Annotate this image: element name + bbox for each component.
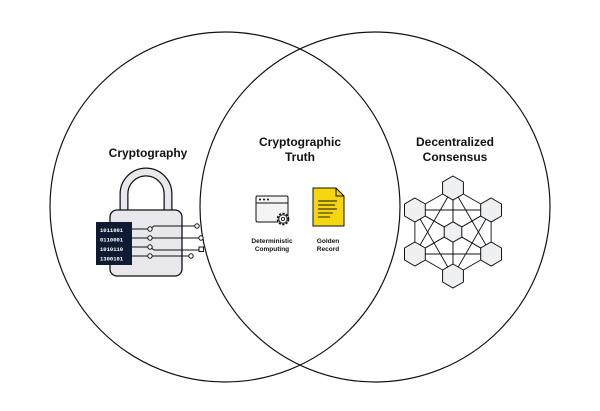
decentralized-consensus-label: Decentralized Consensus	[395, 135, 515, 165]
hex-node	[442, 175, 464, 201]
binary-line: 0110001	[100, 237, 124, 244]
hex-node	[480, 241, 502, 267]
golden-record-label: Golden Record	[303, 238, 353, 254]
cryptographic-truth-line1: Cryptographic	[258, 135, 341, 149]
hex-node	[404, 241, 426, 267]
binary-line: 1011001	[100, 227, 124, 234]
hex-node	[442, 263, 464, 289]
right-circle	[199, 31, 551, 383]
cryptographic-truth-label: Cryptographic Truth	[240, 135, 360, 165]
deterministic-computing-line1: Deterministic	[251, 238, 293, 245]
decentralized-consensus-line2: Consensus	[422, 150, 488, 164]
golden-record-line2: Record	[316, 246, 340, 253]
cryptography-label: Cryptography	[108, 146, 188, 160]
hex-node	[480, 197, 502, 223]
golden-record-line1: Golden	[316, 238, 340, 245]
binary-line: 1010110	[100, 246, 123, 253]
decentralized-consensus-line1: Decentralized	[415, 135, 495, 149]
hex-center-node	[443, 221, 463, 243]
cryptographic-truth-line2: Truth	[285, 150, 315, 164]
hexagon-network-icon	[404, 175, 502, 289]
window-gear-icon	[255, 195, 290, 226]
hex-node	[404, 197, 426, 223]
binary-line: 1300101	[100, 256, 124, 263]
document-icon	[312, 187, 345, 227]
binary-text: 1011001 0110001 1010110 1300101	[100, 227, 124, 263]
deterministic-computing-line2: Computing	[254, 246, 290, 253]
deterministic-computing-label: Deterministic Computing	[242, 238, 302, 254]
left-circle	[49, 31, 401, 383]
padlock-icon: 1011001 0110001 1010110 1300101	[96, 167, 204, 277]
